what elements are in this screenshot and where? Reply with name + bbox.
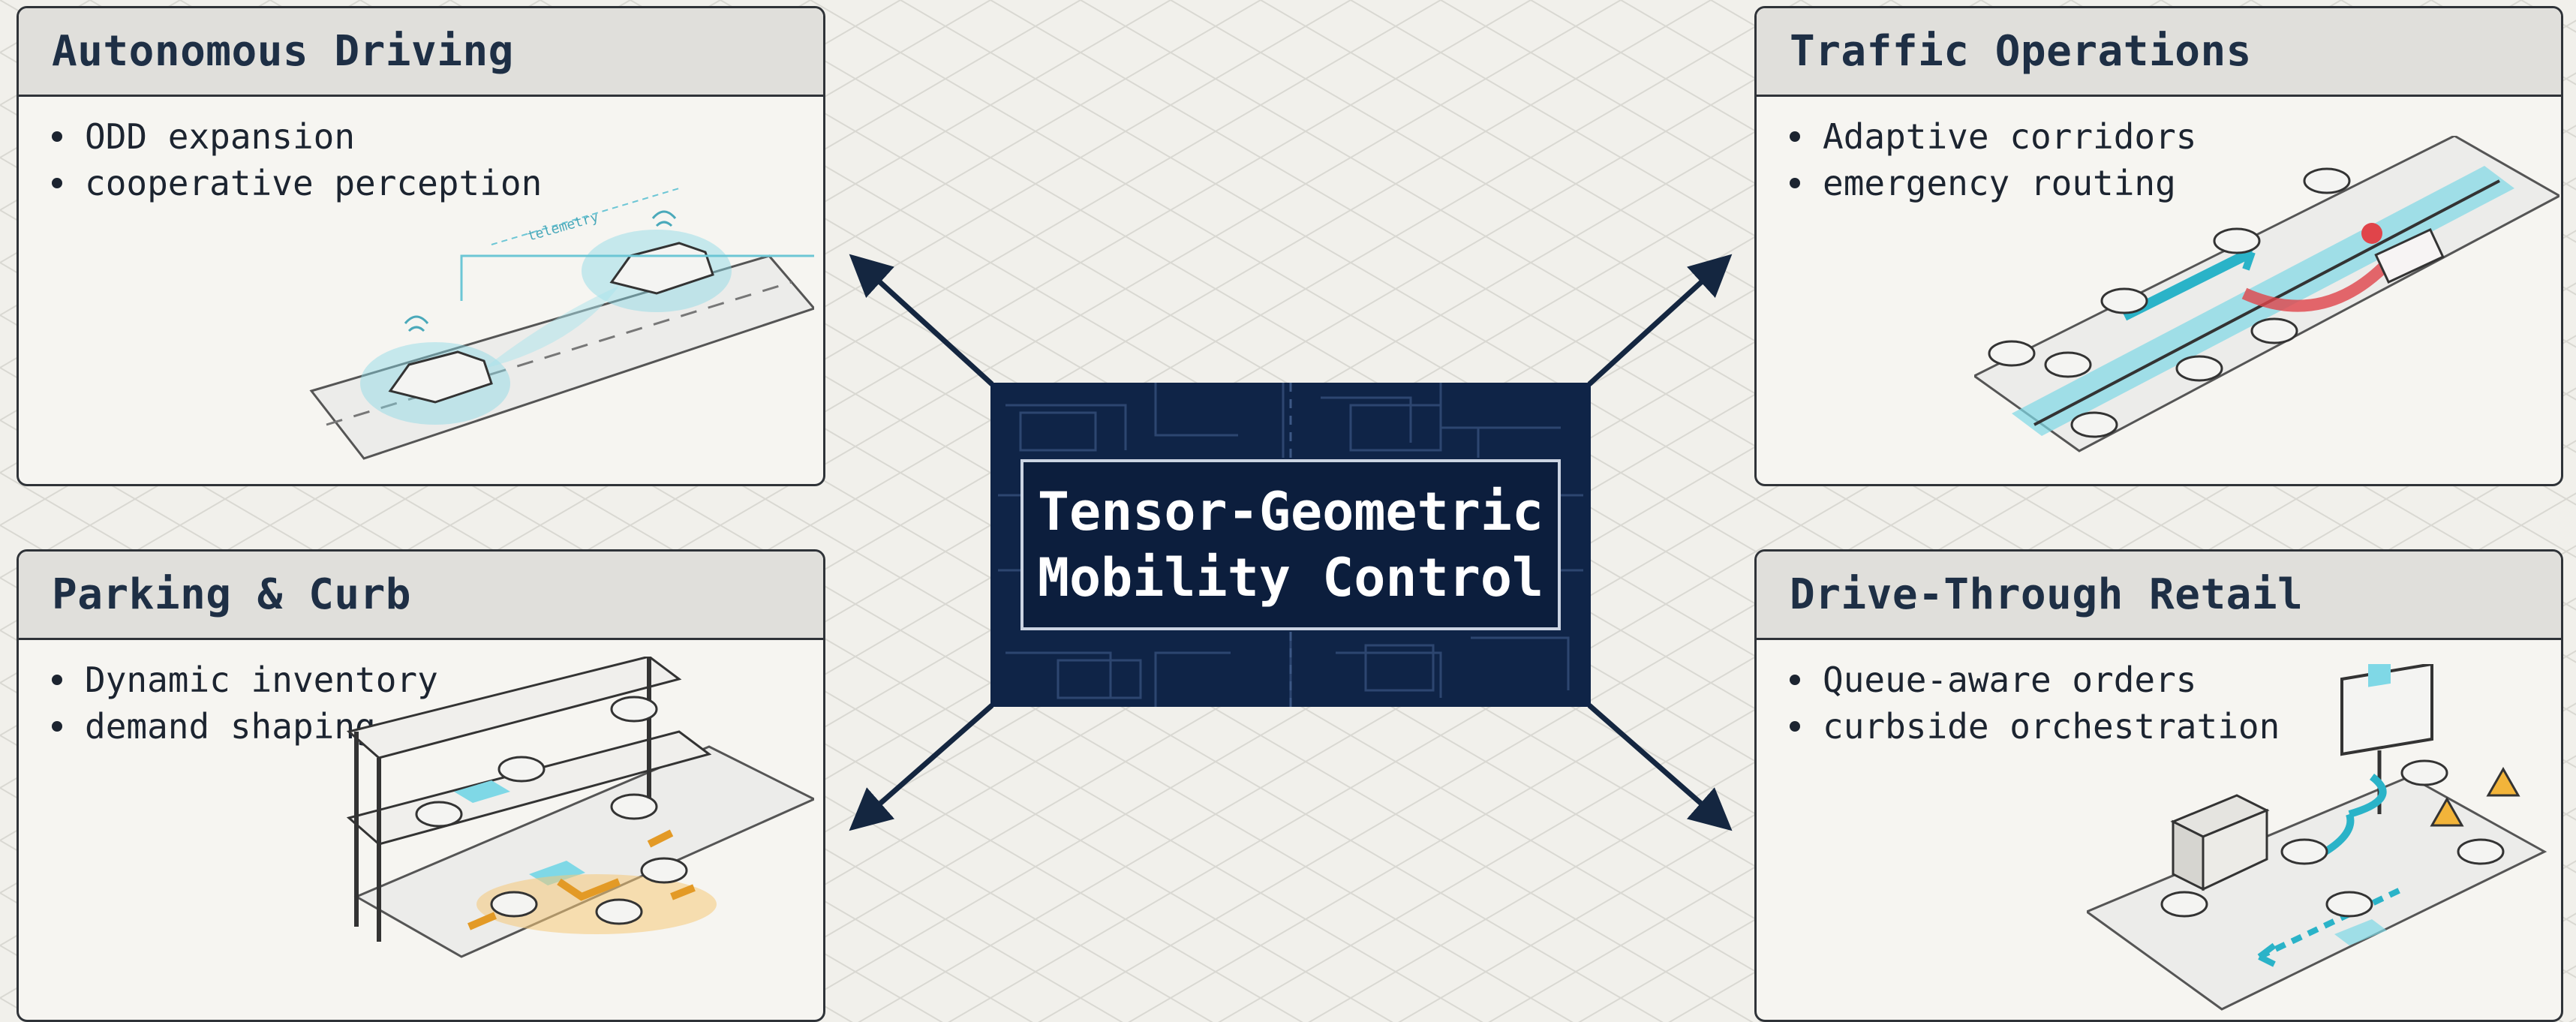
bullet-item: cooperative perception [52, 160, 823, 206]
bullet-item: curbside orchestration [1790, 703, 2561, 750]
emergency-vehicle-icon [2361, 223, 2445, 284]
panel-title: Parking & Curb [52, 570, 412, 619]
panel-header: Autonomous Driving [19, 8, 823, 97]
drive-through-illustration [2087, 664, 2547, 1011]
bullet-item: Queue-aware orders [1790, 657, 2561, 703]
panel-header: Traffic Operations [1757, 8, 2561, 97]
panel-title: Drive-Through Retail [1790, 570, 2304, 619]
center-title-line2: Mobility Control [1037, 547, 1544, 609]
panel-title: Autonomous Driving [52, 27, 514, 76]
bullet-item: emergency routing [1790, 160, 2561, 206]
menu-board-icon [2340, 664, 2433, 814]
signal-icon [651, 210, 677, 227]
panel-header: Drive-Through Retail [1757, 552, 2561, 640]
autonomous-driving-illustration: telemetry [309, 188, 814, 460]
car-icon [415, 696, 688, 925]
circuit-pattern [998, 383, 1583, 707]
bullet-item: demand shaping [52, 703, 823, 750]
panel-parking-curb: Parking & Curb Dynamic inventory demand … [17, 549, 825, 1022]
bullet-item: Dynamic inventory [52, 657, 823, 703]
bullet-list: Dynamic inventory demand shaping [19, 640, 823, 750]
bullet-list: ODD expansion cooperative perception [19, 97, 823, 206]
parking-garage-illustration [346, 657, 814, 958]
bullet-list: Adaptive corridors emergency routing [1757, 97, 2561, 206]
warning-icon [2430, 766, 2520, 827]
panel-header: Parking & Curb [19, 552, 823, 640]
car-icon [1988, 167, 2351, 438]
center-title: Tensor-Geometric Mobility Control [1020, 459, 1561, 630]
bullet-item: Adaptive corridors [1790, 113, 2561, 160]
signal-icon [404, 315, 429, 332]
kiosk-icon [2170, 794, 2270, 891]
traffic-operations-illustration [1974, 136, 2559, 452]
panel-title: Traffic Operations [1790, 27, 2252, 76]
panel-traffic-operations: Traffic Operations Adaptive corridors em… [1754, 6, 2563, 486]
panel-autonomous-driving: Autonomous Driving ODD expansion coopera… [17, 6, 825, 486]
bullet-item: ODD expansion [52, 113, 823, 160]
center-hub: Tensor-Geometric Mobility Control [990, 383, 1591, 707]
telemetry-label: telemetry [526, 209, 601, 245]
center-title-line1: Tensor-Geometric [1037, 481, 1544, 543]
car-icon [2160, 759, 2505, 918]
panel-drive-through-retail: Drive-Through Retail Queue-aware orders … [1754, 549, 2563, 1022]
bullet-list: Queue-aware orders curbside orchestratio… [1757, 640, 2561, 750]
